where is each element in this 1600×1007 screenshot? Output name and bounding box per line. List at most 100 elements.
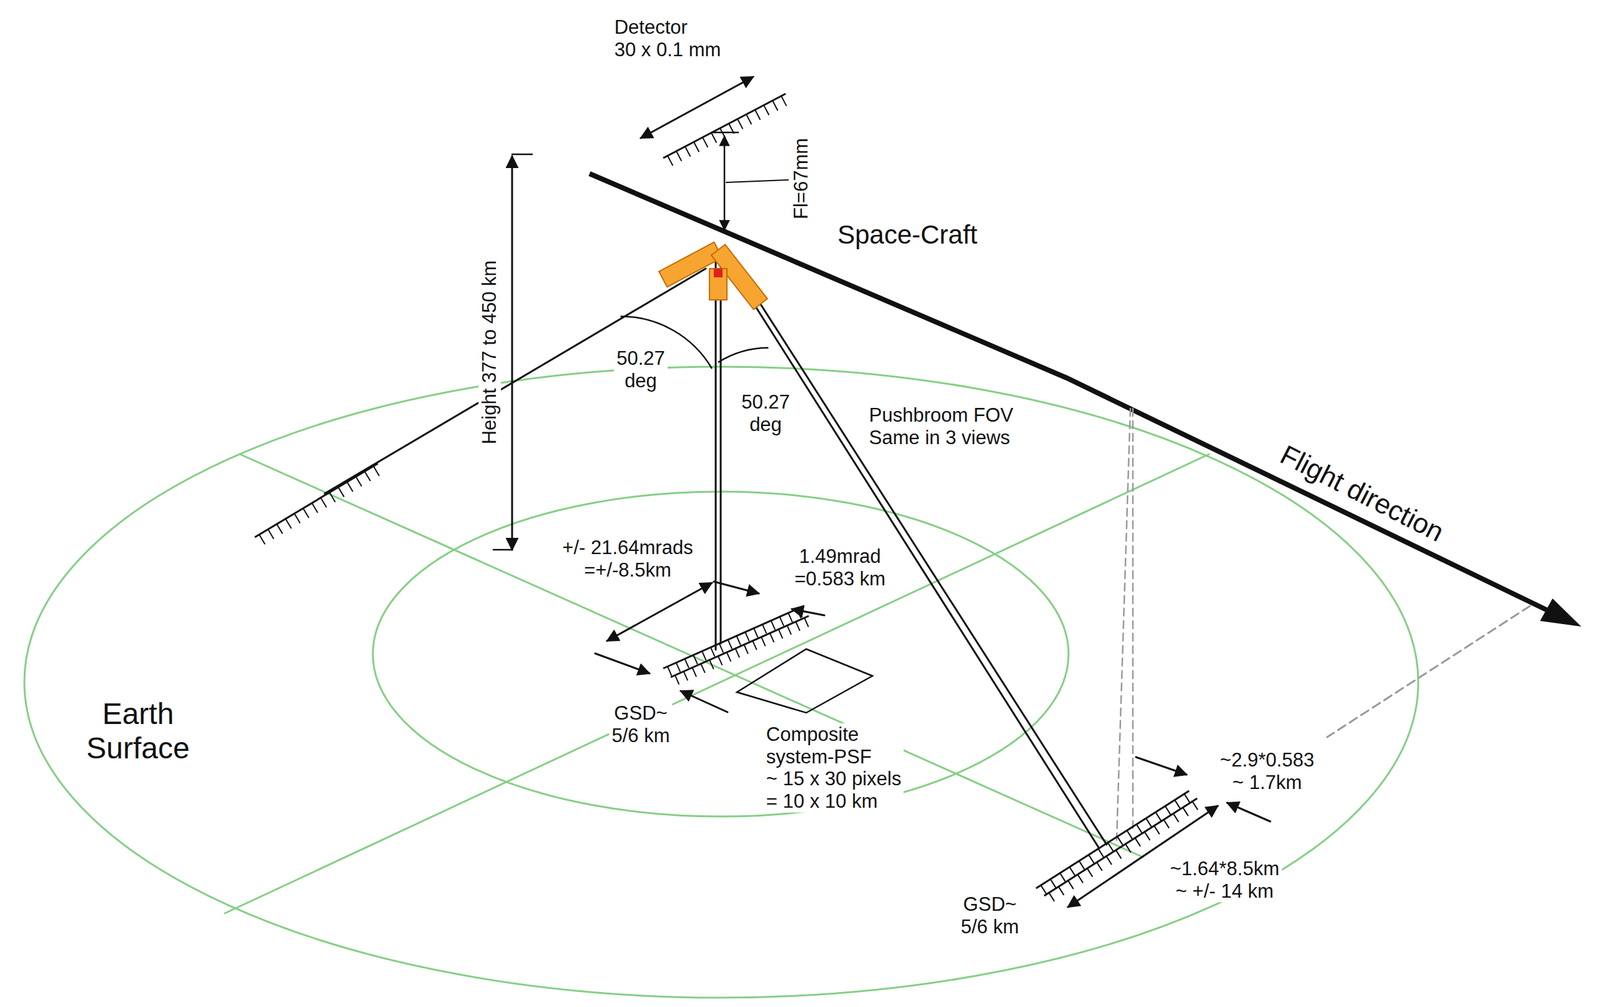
dimension-label: 1.49mrad =0.583 km	[791, 545, 889, 590]
aft-view-line	[727, 262, 1100, 849]
spacecraft-track	[589, 173, 1549, 611]
angle-label: 50.27 deg	[613, 347, 668, 392]
detector-element	[329, 492, 336, 502]
detector-element	[1126, 829, 1133, 839]
projection-line	[1327, 605, 1531, 737]
dimension-arrow	[1135, 756, 1187, 775]
detector-element	[667, 155, 673, 166]
detector-element	[1125, 843, 1131, 852]
detector-element	[1059, 873, 1066, 882]
detector-element	[795, 621, 800, 631]
detector-element	[1154, 825, 1160, 834]
detector-element	[1163, 819, 1170, 828]
detector-element	[753, 628, 758, 638]
detector-element	[804, 617, 809, 628]
detector-element	[781, 96, 787, 107]
detector-element	[1107, 842, 1114, 851]
projection-line	[1116, 408, 1131, 840]
detector-element	[692, 667, 697, 677]
detector-element	[755, 109, 761, 120]
dimension-tick	[493, 548, 513, 551]
detector-element	[1155, 811, 1161, 820]
detector-element	[685, 658, 689, 669]
dimension-arrow	[595, 653, 650, 674]
detector-element	[1106, 856, 1113, 865]
detector-element	[1079, 860, 1085, 869]
detector-element	[1144, 831, 1151, 840]
nadir-view-line	[715, 262, 717, 650]
fore-view-line	[324, 268, 706, 494]
detector-element	[311, 502, 318, 513]
dimension-label: Height 377 to 450 km	[478, 257, 501, 448]
detector-element	[728, 639, 732, 649]
detector-element	[1136, 824, 1143, 833]
detector-element	[285, 518, 292, 529]
detector-element	[294, 513, 300, 523]
detector-rail	[1036, 790, 1190, 889]
dimension-label: GSD~ 5/6 km	[608, 701, 672, 747]
dimension-arrow	[713, 581, 759, 594]
detector-element	[676, 151, 682, 162]
dimension-tick	[512, 153, 533, 156]
detector-element	[701, 650, 706, 661]
detector-element	[675, 675, 679, 685]
detector-element	[676, 662, 681, 672]
detector-element	[770, 633, 774, 643]
camera-head	[709, 268, 727, 300]
aft-view-line	[733, 262, 1107, 845]
flight-arrowhead	[1540, 598, 1582, 627]
dimension-arrow	[607, 582, 712, 641]
instrument	[658, 242, 768, 310]
detector-element	[779, 616, 784, 626]
detector-element	[693, 141, 699, 152]
detector-element	[693, 655, 697, 665]
detector-element	[711, 133, 717, 144]
detector-element	[1184, 793, 1190, 802]
detector-element	[685, 146, 691, 157]
detector-rail	[254, 463, 378, 538]
detector-element	[320, 497, 327, 508]
detector-element	[736, 635, 741, 646]
detector-rail	[663, 607, 802, 669]
aft-footprint	[1036, 790, 1190, 894]
dimension-arrow	[640, 76, 754, 139]
detector-element	[718, 655, 722, 666]
detector-element	[1067, 880, 1074, 889]
detector-element	[1182, 807, 1189, 816]
detector-element	[1145, 818, 1152, 827]
detector-element	[347, 482, 353, 492]
detector-element	[338, 487, 345, 497]
detector-element	[1174, 800, 1181, 809]
detector-element	[267, 528, 274, 539]
note-label: Pushbroom FOV Same in 3 views	[866, 404, 1017, 449]
detector-element	[709, 659, 714, 669]
nadir-footprint	[670, 615, 809, 685]
dimension-label: GSD~ 5/6 km	[958, 893, 1022, 938]
dimension-tick	[711, 131, 739, 134]
detector-element	[364, 471, 371, 481]
detector-element	[746, 114, 752, 125]
dimension-label: ~1.64*8.5km ~ +/- 14 km	[1167, 857, 1283, 902]
detector-element	[1192, 801, 1198, 810]
detector-element	[1134, 837, 1141, 846]
detector-element	[1117, 836, 1123, 845]
component-label: Detector 30 x 0.1 mm	[612, 16, 724, 61]
note-label: Composite system-PSF ~ 15 x 30 pixels = …	[763, 723, 904, 813]
detector-element	[1116, 849, 1122, 859]
detector-element	[786, 625, 791, 635]
dimension-label: ~2.9*0.583 ~ 1.7km	[1217, 748, 1318, 794]
detector-element	[1173, 813, 1180, 822]
detector-element	[772, 100, 778, 111]
detector-element	[1087, 868, 1093, 877]
detector-element	[1098, 848, 1105, 857]
dimension-arrow	[511, 156, 514, 550]
dimension-label: Fl=67mm	[790, 135, 813, 222]
dimension-arrow	[1227, 802, 1271, 822]
camera-lens	[713, 268, 723, 278]
detector-element	[743, 644, 748, 654]
nadir-view-line	[720, 262, 722, 644]
detector-element	[683, 671, 688, 681]
detector-element	[778, 628, 783, 639]
detector-element	[762, 624, 767, 634]
